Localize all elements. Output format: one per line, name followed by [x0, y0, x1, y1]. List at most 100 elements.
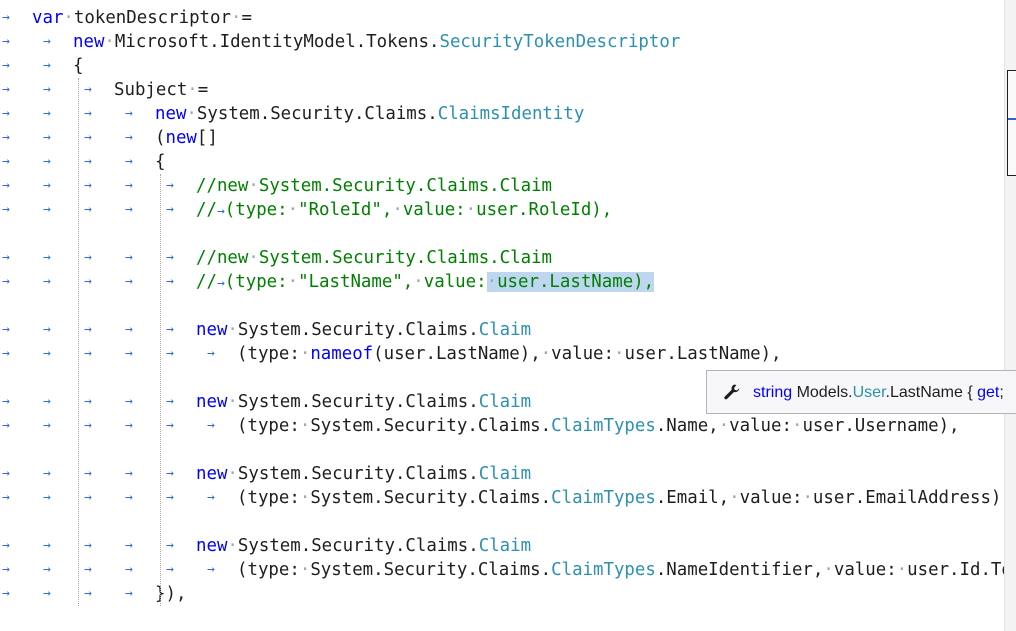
tab-marker: → [125, 466, 133, 481]
tab-marker: → [84, 130, 92, 145]
code-line[interactable]: new·System.Security.Claims.Claim [196, 392, 532, 412]
tab-marker: → [2, 250, 10, 265]
tab-marker: → [43, 58, 51, 73]
tab-marker: → [43, 418, 51, 433]
tab-marker: → [125, 322, 133, 337]
quick-info-type: User [852, 384, 886, 401]
tab-marker: → [43, 394, 51, 409]
tab-marker: → [166, 562, 174, 577]
tab-marker: → [43, 106, 51, 121]
tab-marker: → [84, 418, 92, 433]
tab-marker: → [207, 562, 215, 577]
tab-marker: → [43, 202, 51, 217]
code-line[interactable]: (new[] [155, 128, 218, 148]
tab-marker: → [43, 562, 51, 577]
tab-marker: → [166, 274, 174, 289]
tab-marker: → [125, 418, 133, 433]
tab-marker: → [2, 538, 10, 553]
tab-marker: → [2, 394, 10, 409]
tab-marker: → [43, 34, 51, 49]
indent-guide [160, 174, 161, 606]
tab-marker: → [125, 490, 133, 505]
tab-marker: → [43, 466, 51, 481]
tab-marker: → [43, 130, 51, 145]
code-line[interactable]: new·System.Security.Claims.Claim [196, 320, 532, 340]
tab-marker: → [207, 490, 215, 505]
tab-marker: → [125, 346, 133, 361]
tab-marker: → [125, 586, 133, 601]
caret-position-marker [1008, 118, 1016, 120]
tab-marker: → [84, 250, 92, 265]
code-line[interactable]: new·System.Security.Claims.Claim [196, 464, 532, 484]
code-line[interactable]: //→(type:·"LastName",·value:·user.LastNa… [196, 272, 655, 292]
quick-info-member: .LastName { [885, 384, 978, 401]
tab-marker: → [84, 346, 92, 361]
tab-marker: → [84, 82, 92, 97]
tab-marker: → [125, 106, 133, 121]
tab-marker: → [84, 490, 92, 505]
tab-marker: → [84, 562, 92, 577]
tab-marker: → [84, 394, 92, 409]
tab-marker: → [166, 538, 174, 553]
tab-marker: → [125, 274, 133, 289]
tab-marker: → [2, 274, 10, 289]
tab-marker: → [2, 346, 10, 361]
tab-marker: → [166, 394, 174, 409]
quick-info-signature: string Models.User.LastName { get; [753, 383, 1004, 403]
tab-marker: → [43, 538, 51, 553]
scrollbar-thumb[interactable] [1007, 70, 1016, 176]
code-line[interactable]: (type:·nameof(user.LastName),·value:·use… [237, 344, 782, 364]
tab-marker: → [166, 490, 174, 505]
tab-marker: → [125, 538, 133, 553]
code-line[interactable]: //new·System.Security.Claims.Claim [196, 176, 553, 196]
tab-marker: → [2, 466, 10, 481]
tab-marker: → [2, 178, 10, 193]
tab-marker: → [125, 154, 133, 169]
tab-marker: → [43, 274, 51, 289]
indent-guide [78, 78, 79, 606]
code-line[interactable]: new·System.Security.Claims.ClaimsIdentit… [155, 104, 585, 124]
tab-marker: → [2, 418, 10, 433]
code-line[interactable]: }), [155, 584, 187, 604]
code-line[interactable]: new·Microsoft.IdentityModel.Tokens.Secur… [73, 32, 681, 52]
tab-marker: → [43, 322, 51, 337]
code-line[interactable]: var·tokenDescriptor·= [32, 8, 252, 28]
tab-marker: → [166, 178, 174, 193]
tab-marker: → [43, 82, 51, 97]
code-line[interactable]: (type:·System.Security.Claims.ClaimTypes… [237, 560, 1004, 580]
code-line[interactable]: //→(type:·"RoleId",·value:·user.RoleId), [196, 200, 613, 220]
tab-marker: → [84, 466, 92, 481]
tab-marker: → [2, 82, 10, 97]
code-line[interactable]: { [73, 56, 84, 76]
tab-marker: → [84, 322, 92, 337]
tab-marker: → [84, 274, 92, 289]
text-selection: ·user.LastName), [486, 272, 655, 292]
tab-marker: → [2, 202, 10, 217]
code-line[interactable]: Subject·= [114, 80, 209, 100]
tab-marker: → [43, 490, 51, 505]
quick-info-keyword: string [753, 384, 793, 401]
tab-marker: → [2, 58, 10, 73]
code-line[interactable]: //new·System.Security.Claims.Claim [196, 248, 553, 268]
tab-marker: → [2, 34, 10, 49]
tab-marker: → [2, 562, 10, 577]
tab-marker: → [125, 394, 133, 409]
wrench-icon [723, 383, 741, 406]
tab-marker: → [84, 538, 92, 553]
tab-marker: → [2, 490, 10, 505]
code-line[interactable]: { [155, 152, 166, 172]
quick-info-namespace: Models. [796, 384, 853, 401]
tab-marker: → [84, 154, 92, 169]
code-line[interactable]: (type:·System.Security.Claims.ClaimTypes… [237, 416, 960, 436]
tab-marker: → [2, 10, 10, 25]
tab-marker: → [125, 250, 133, 265]
code-line[interactable]: new·System.Security.Claims.Claim [196, 536, 532, 556]
code-line[interactable]: (type:·System.Security.Claims.ClaimTypes… [237, 488, 1004, 508]
tab-marker: → [84, 178, 92, 193]
tab-marker: → [84, 586, 92, 601]
tab-marker: → [125, 130, 133, 145]
tab-marker: → [166, 418, 174, 433]
tab-marker: → [125, 178, 133, 193]
tab-marker: → [43, 154, 51, 169]
